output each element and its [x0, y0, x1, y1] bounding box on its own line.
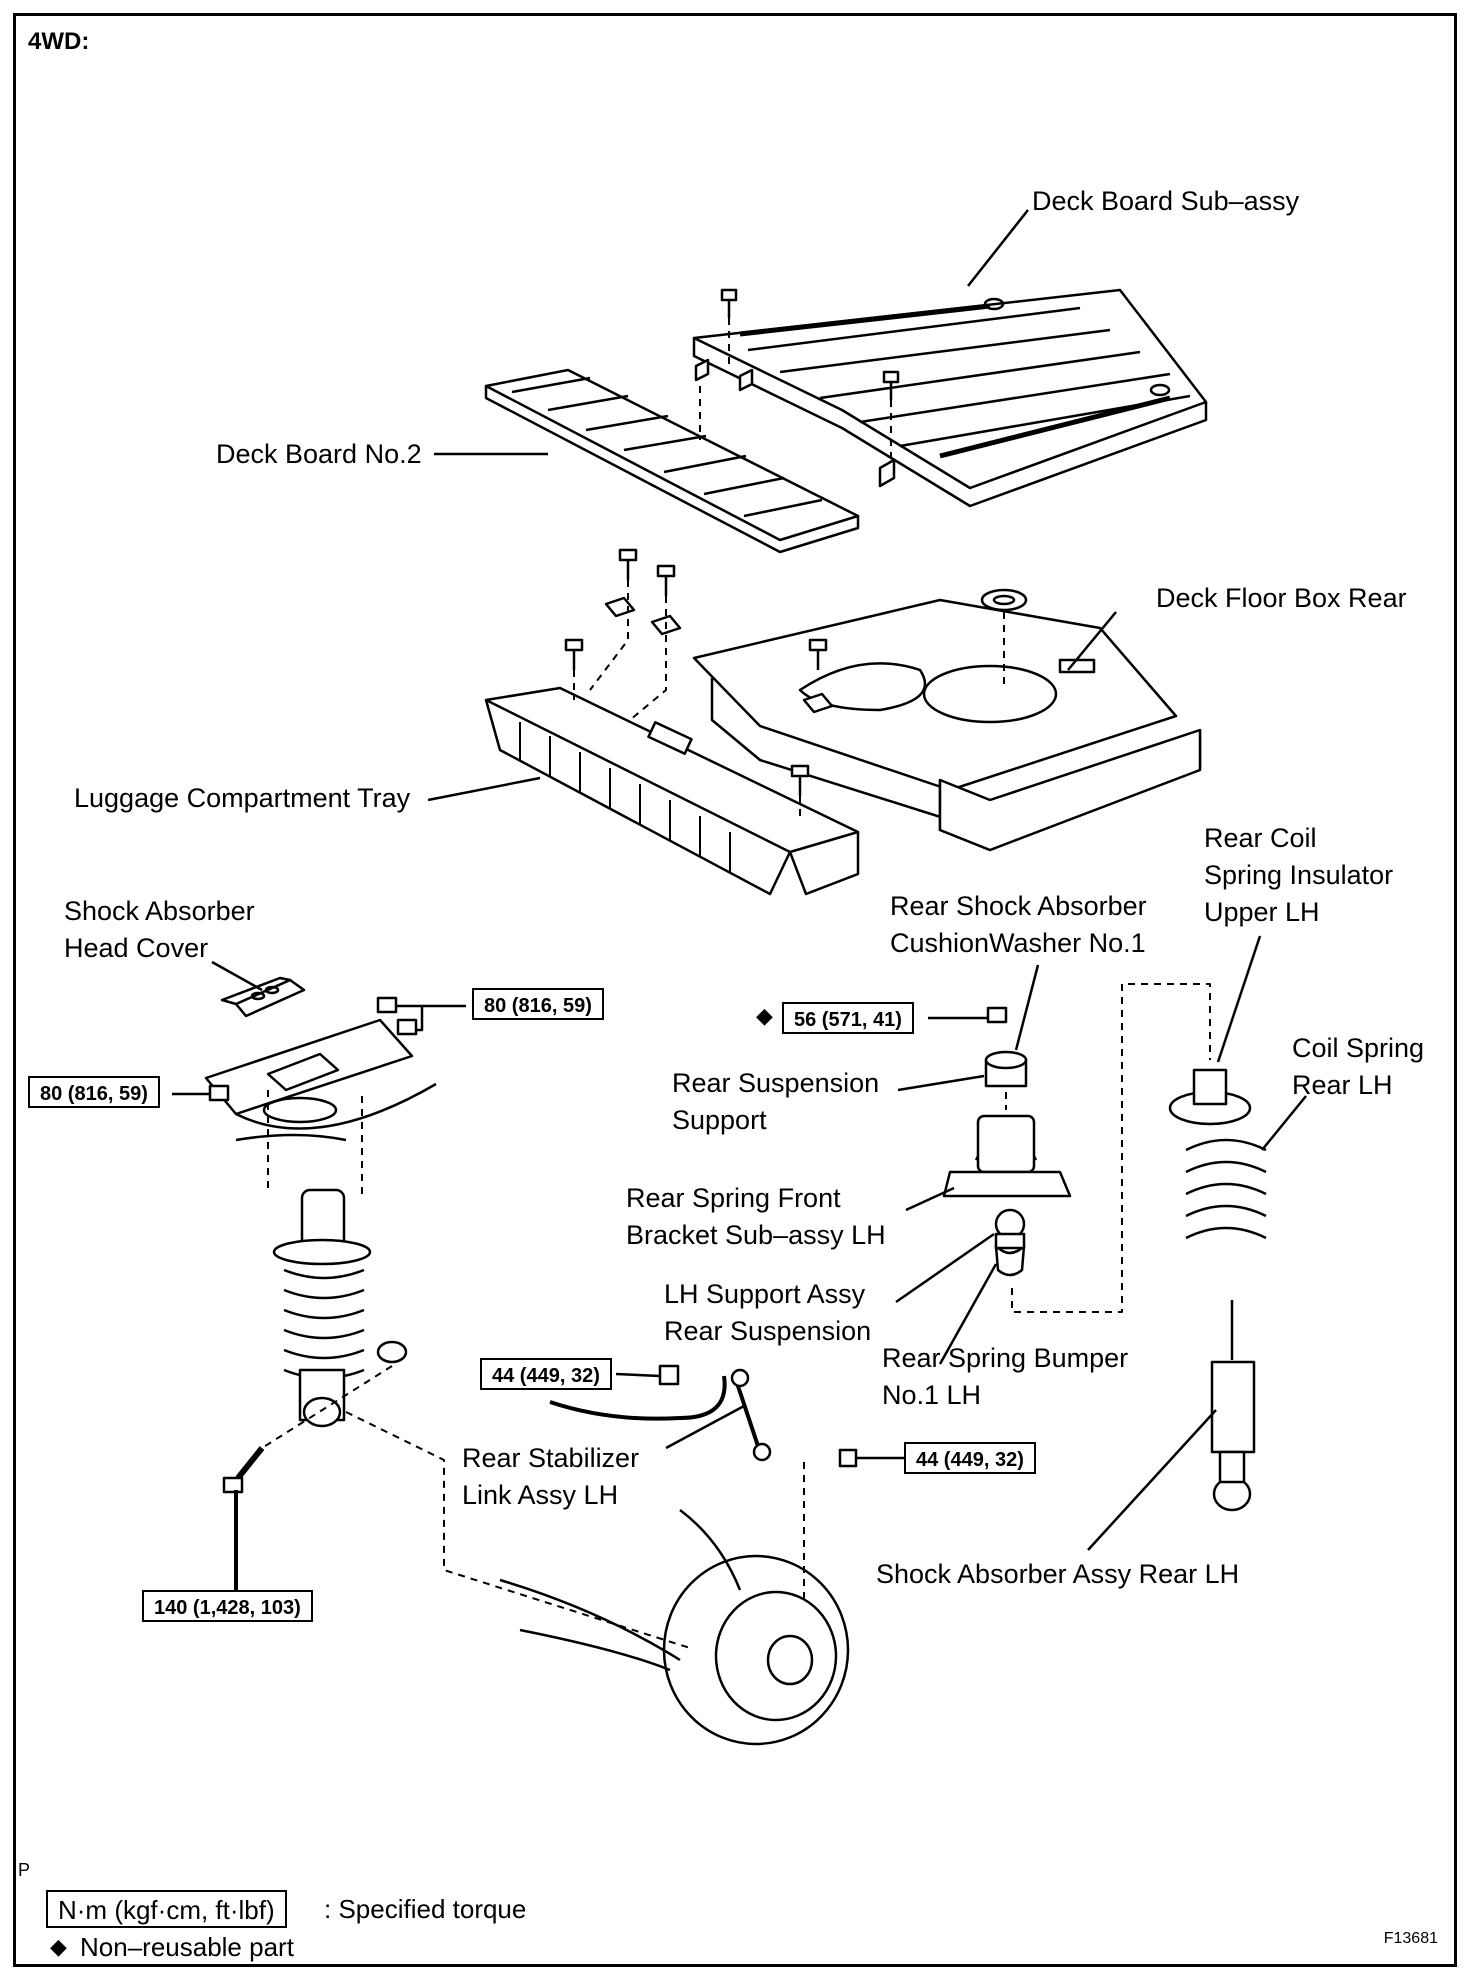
tray-dashed-guides — [573, 580, 1005, 820]
label-coil-spring-line2: Rear LH — [1292, 1070, 1393, 1100]
torque-box-stab-left: 44 (449, 32) — [480, 1358, 612, 1390]
label-stab-link-line2: Link Assy LH — [462, 1480, 619, 1510]
legend-nonreusable-text: Non–reusable part — [80, 1932, 294, 1962]
deck-board-dashed-guides — [699, 318, 892, 462]
figure-id: F13681 — [1383, 1930, 1438, 1947]
shock-head-cover-drawing — [220, 976, 306, 1018]
label-cushion-washer-line2: CushionWasher No.1 — [890, 928, 1146, 958]
label-coil-insulator-line1: Rear Coil — [1204, 823, 1317, 853]
torque-box-upper-nuts: 80 (816, 59) — [472, 988, 604, 1020]
label-shock-head-cover-line1: Shock Absorber — [64, 896, 255, 926]
label-spring-bracket-line2: Bracket Sub–assy LH — [626, 1220, 886, 1250]
diagram-frame — [13, 13, 1457, 1967]
right-spring-assembly-drawing — [1168, 1068, 1267, 1512]
label-coil-spring-line1: Coil Spring — [1292, 1033, 1425, 1063]
shock-assembly-left-drawing — [272, 1188, 408, 1428]
deck-board-sub-assy-drawing — [692, 288, 1208, 508]
torque-box-stab-right: 44 (449, 32) — [904, 1442, 1036, 1474]
label-coil-insulator-line2: Spring Insulator — [1204, 860, 1394, 890]
label-susp-support-line2: Support — [672, 1105, 767, 1135]
dashed-alignment-lines — [261, 983, 1211, 1649]
label-deck-board-sub-assy: Deck Board Sub–assy — [1032, 186, 1300, 216]
legend-torque-text: : Specified torque — [324, 1894, 527, 1924]
label-coil-insulator-line3: Upper LH — [1204, 897, 1320, 927]
axle-drum-drawing — [499, 1509, 850, 1746]
label-stab-link-line1: Rear Stabilizer — [462, 1443, 640, 1473]
legend-torque-unit-box: N·m (kgf·cm, ft·lbf) — [46, 1890, 287, 1928]
label-cushion-washer-line1: Rear Shock Absorber — [890, 891, 1147, 921]
label-spring-bracket-line1: Rear Spring Front — [626, 1183, 841, 1213]
label-spring-bumper-line2: No.1 LH — [882, 1380, 982, 1410]
label-lh-support-line1: LH Support Assy — [664, 1279, 866, 1309]
torque-box-shock-nut: 56 (571, 41) — [782, 1002, 914, 1034]
label-shock-head-cover-line2: Head Cover — [64, 933, 209, 963]
label-shock-absorber-assy: Shock Absorber Assy Rear LH — [876, 1559, 1240, 1589]
leader-lines — [172, 209, 1307, 1551]
label-susp-support-line1: Rear Suspension — [672, 1068, 880, 1098]
label-luggage-compartment-tray: Luggage Compartment Tray — [74, 783, 411, 813]
body-panel-drawing — [204, 1018, 437, 1142]
center-column-parts-drawing — [942, 1050, 1072, 1277]
luggage-compartment-tray-drawing — [484, 686, 860, 896]
torque-box-lower-bolt: 140 (1,428, 103) — [142, 1590, 313, 1622]
upper-nuts — [208, 996, 1008, 1102]
stabilizer-drawing — [549, 1364, 858, 1468]
torque-box-left-nut: 80 (816, 59) — [28, 1076, 160, 1108]
label-spring-bumper-line1: Rear Spring Bumper — [882, 1343, 1129, 1373]
lower-bolt-drawing — [222, 1446, 265, 1606]
deck-board-bolts — [694, 288, 900, 488]
label-deck-floor-box-rear: Deck Floor Box Rear — [1156, 583, 1407, 613]
label-deck-board-no2: Deck Board No.2 — [216, 439, 422, 469]
label-lh-support-line2: Rear Suspension — [664, 1316, 872, 1346]
legend-diamond: ◆ — [50, 1934, 67, 1959]
page-marker: P — [18, 1860, 31, 1880]
drive-type-title: 4WD: — [28, 28, 90, 55]
deck-board-no2-drawing — [484, 368, 860, 554]
diamond-nonreusable-mark: ◆ — [756, 1003, 773, 1028]
